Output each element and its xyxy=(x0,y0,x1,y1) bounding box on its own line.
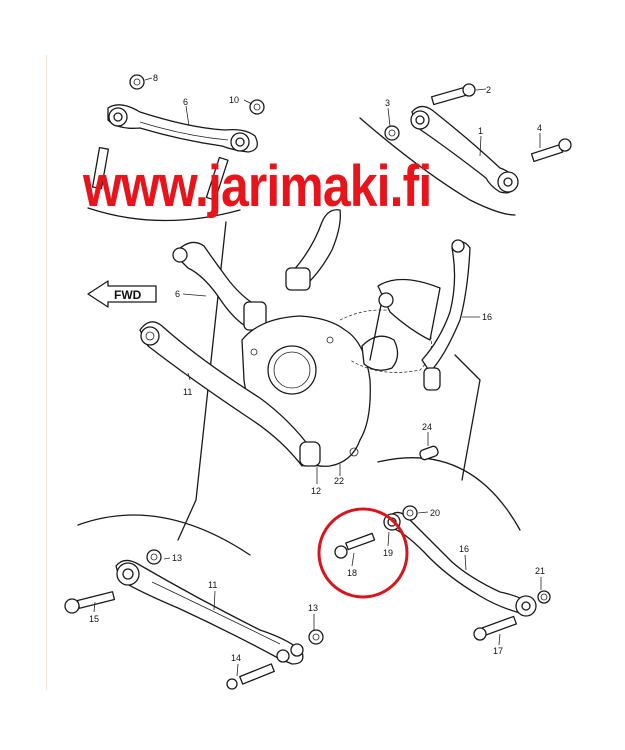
nut-13-right xyxy=(308,629,324,645)
callout-12: 12 xyxy=(311,486,321,496)
callout-19: 19 xyxy=(383,548,393,558)
callout-16-detail: 16 xyxy=(459,544,469,554)
callout-4: 4 xyxy=(537,123,542,133)
callout-15: 15 xyxy=(89,614,99,624)
bolt-2 xyxy=(430,83,476,106)
nut-13-top xyxy=(146,549,162,565)
callout-3: 3 xyxy=(385,98,390,108)
nut-8 xyxy=(129,74,145,90)
callout-10: 10 xyxy=(229,95,239,105)
nut-10 xyxy=(249,99,265,115)
bolt-15 xyxy=(64,591,116,614)
callout-6-top: 6 xyxy=(183,97,188,107)
callout-6-main: 6 xyxy=(175,289,180,299)
callout-8: 8 xyxy=(153,73,158,83)
upper-arm-6-detail xyxy=(107,104,258,153)
nut-3 xyxy=(384,125,400,141)
bolt-4 xyxy=(530,138,572,163)
highlight-circle xyxy=(317,507,409,599)
callout-1: 1 xyxy=(478,126,483,136)
bolt-17 xyxy=(473,615,517,641)
callout-14: 14 xyxy=(231,653,241,663)
callout-13-right: 13 xyxy=(308,603,318,613)
fwd-arrow-icon xyxy=(87,280,157,308)
fwd-label: FWD xyxy=(114,288,142,302)
bolt-detail-left xyxy=(91,146,229,201)
callout-24: 24 xyxy=(422,422,432,432)
image-left-edge xyxy=(46,55,47,690)
callout-11-detail: 11 xyxy=(208,580,217,590)
divider-line-left xyxy=(177,221,227,541)
callout-2: 2 xyxy=(486,85,491,95)
nut-20 xyxy=(402,505,418,521)
callout-16-main: 16 xyxy=(482,312,492,322)
callout-21: 21 xyxy=(535,566,545,576)
detail-arc-bottom-right xyxy=(377,457,521,531)
callout-20: 20 xyxy=(430,508,440,518)
knuckle-assembly xyxy=(139,209,471,467)
divider-line-right xyxy=(454,354,481,481)
bolt-18 xyxy=(334,532,376,559)
callout-22: 22 xyxy=(334,476,344,486)
nut-21 xyxy=(537,590,551,604)
detail-arc-top-right xyxy=(359,117,516,216)
detail-arc-top-left xyxy=(87,207,241,222)
callout-18: 18 xyxy=(347,568,357,578)
callout-11-main: 11 xyxy=(183,387,192,397)
detail-arc-bottom-left xyxy=(77,514,251,556)
callout-13-top: 13 xyxy=(172,553,182,563)
lower-arm-11-detail xyxy=(115,559,304,665)
callout-17: 17 xyxy=(493,646,503,656)
leader-lines xyxy=(93,77,542,677)
bolt-14 xyxy=(226,663,275,690)
upper-arm-1-detail xyxy=(410,105,519,194)
watermark-text: www.jarimaki.fi xyxy=(83,154,432,219)
